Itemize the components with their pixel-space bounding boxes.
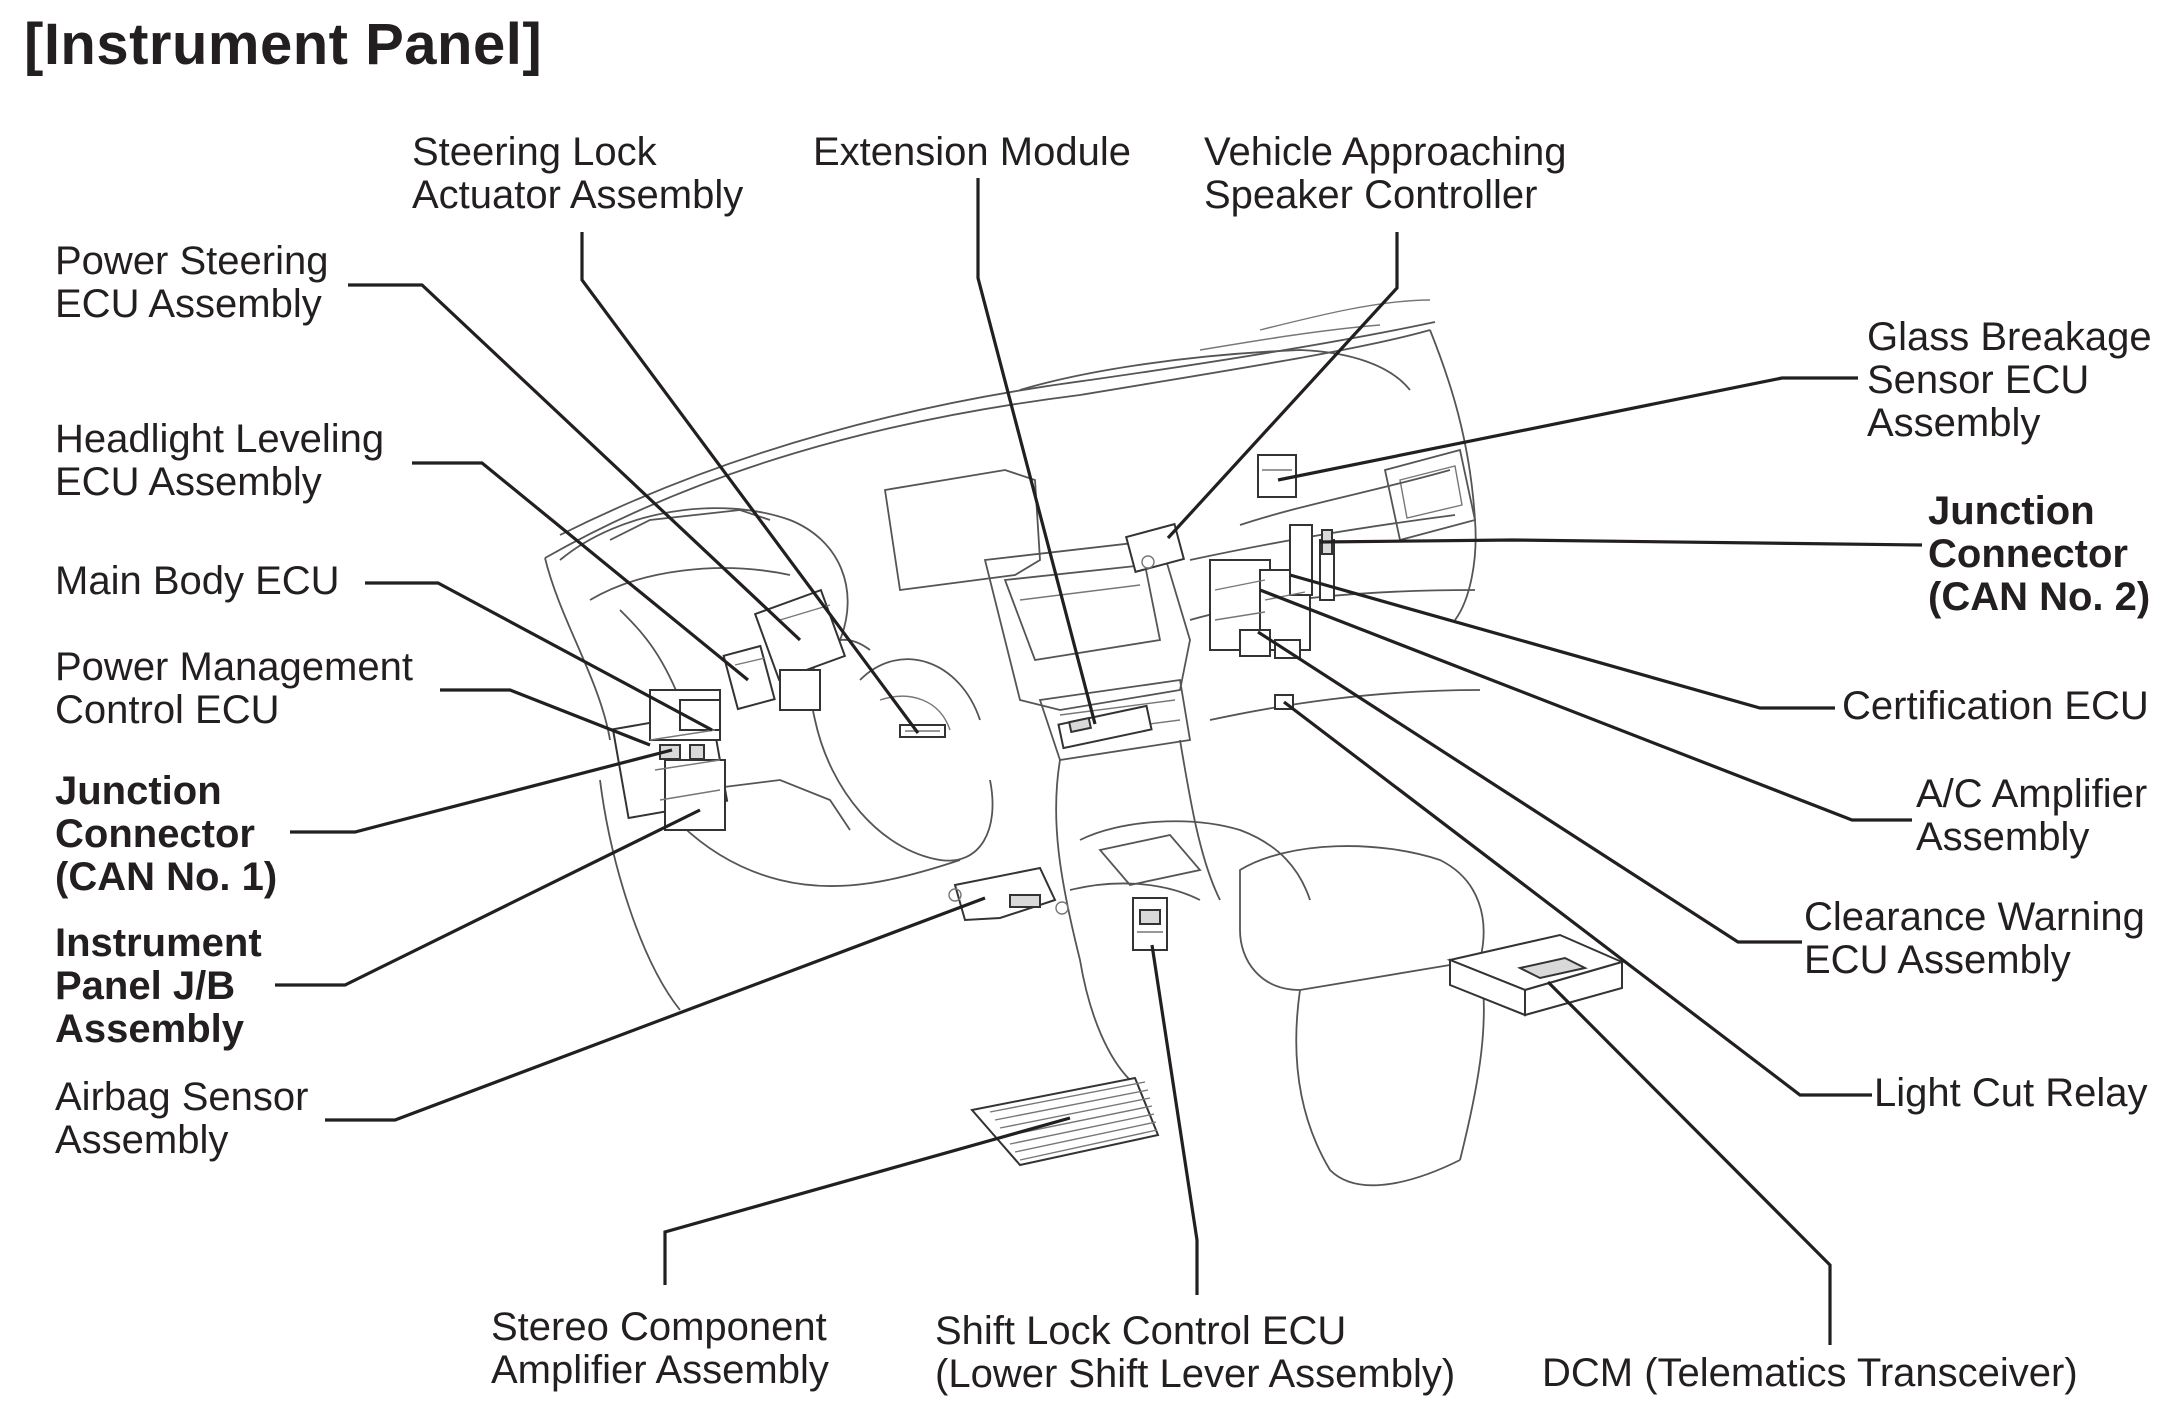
leader-certification	[1289, 573, 1835, 710]
stereo-amplifier-part	[970, 1076, 1160, 1167]
leader-headlight-leveling	[412, 461, 750, 682]
glass-breakage-sensor-part	[1257, 454, 1297, 498]
left-ecu-cluster	[611, 689, 729, 831]
leader-power-management	[440, 688, 651, 747]
leader-dcm	[1546, 980, 1832, 1345]
leader-power-steering	[348, 283, 802, 642]
leader-stereo-amplifier	[663, 1116, 1071, 1285]
leader-steering-lock	[580, 232, 920, 734]
leader-airbag-sensor	[325, 896, 986, 1122]
shift-lock-control-ecu-part	[1132, 897, 1168, 951]
power-steering-ecu-part	[753, 588, 847, 711]
label-main-body-ecu: Main Body ECU	[55, 559, 340, 603]
components	[611, 454, 1625, 1167]
label-certification-ecu: Certification ECU	[1842, 684, 2149, 728]
steering-lock-actuator-part	[899, 724, 946, 738]
label-vehicle-approaching-speaker-controller: Vehicle Approaching Speaker Controller	[1204, 130, 1567, 217]
leader-clearance-warning	[1257, 630, 1802, 944]
label-junction-connector-can1: Junction Connector (CAN No. 1)	[55, 769, 278, 899]
label-power-management-control-ecu: Power Management Control ECU	[55, 645, 413, 732]
label-airbag-sensor-assembly: Airbag Sensor Assembly	[55, 1075, 309, 1162]
label-ac-amplifier-assembly: A/C Amplifier Assembly	[1916, 772, 2148, 859]
headlight-leveling-ecu-part	[722, 644, 776, 711]
leader-vehicle-approaching	[1166, 232, 1399, 540]
label-glass-breakage-sensor-ecu-assembly: Glass Breakage Sensor ECU Assembly	[1867, 315, 2152, 445]
leader-light-cut-relay	[1283, 700, 1872, 1097]
label-clearance-warning-ecu-assembly: Clearance Warning ECU Assembly	[1804, 895, 2145, 982]
leader-shift-lock	[1150, 944, 1199, 1295]
right-ecu-cluster	[1209, 524, 1335, 659]
label-headlight-leveling-ecu-assembly: Headlight Leveling ECU Assembly	[55, 417, 385, 504]
airbag-sensor-part	[948, 866, 1069, 922]
page-title: [Instrument Panel]	[24, 12, 543, 77]
extension-module-part	[1057, 704, 1153, 750]
leader-extension-module	[976, 178, 1097, 725]
label-power-steering-ecu-assembly: Power Steering ECU Assembly	[55, 239, 329, 326]
label-stereo-component-amplifier-assembly: Stereo Component Amplifier Assembly	[491, 1305, 829, 1392]
label-dcm-telematics-transceiver: DCM (Telematics Transceiver)	[1542, 1351, 2078, 1395]
leader-junction-can2	[1319, 538, 1923, 547]
leader-junction-can1	[290, 748, 673, 834]
dcm-part	[1446, 933, 1625, 1017]
label-extension-module: Extension Module	[813, 130, 1131, 174]
leader-instrument-panel-jb	[275, 808, 701, 987]
leader-glass-breakage	[1277, 376, 1858, 482]
label-instrument-panel-jb-assembly: Instrument Panel J/B Assembly	[55, 921, 262, 1051]
leader-ac-amplifier	[1259, 588, 1912, 822]
leader-lines	[275, 178, 1923, 1345]
leader-main-body	[365, 581, 713, 732]
label-shift-lock-control-ecu: Shift Lock Control ECU (Lower Shift Leve…	[935, 1309, 1456, 1396]
label-steering-lock-actuator-assembly: Steering Lock Actuator Assembly	[412, 130, 744, 217]
label-light-cut-relay: Light Cut Relay	[1874, 1071, 2148, 1115]
label-junction-connector-can2: Junction Connector (CAN No. 2)	[1928, 489, 2151, 619]
